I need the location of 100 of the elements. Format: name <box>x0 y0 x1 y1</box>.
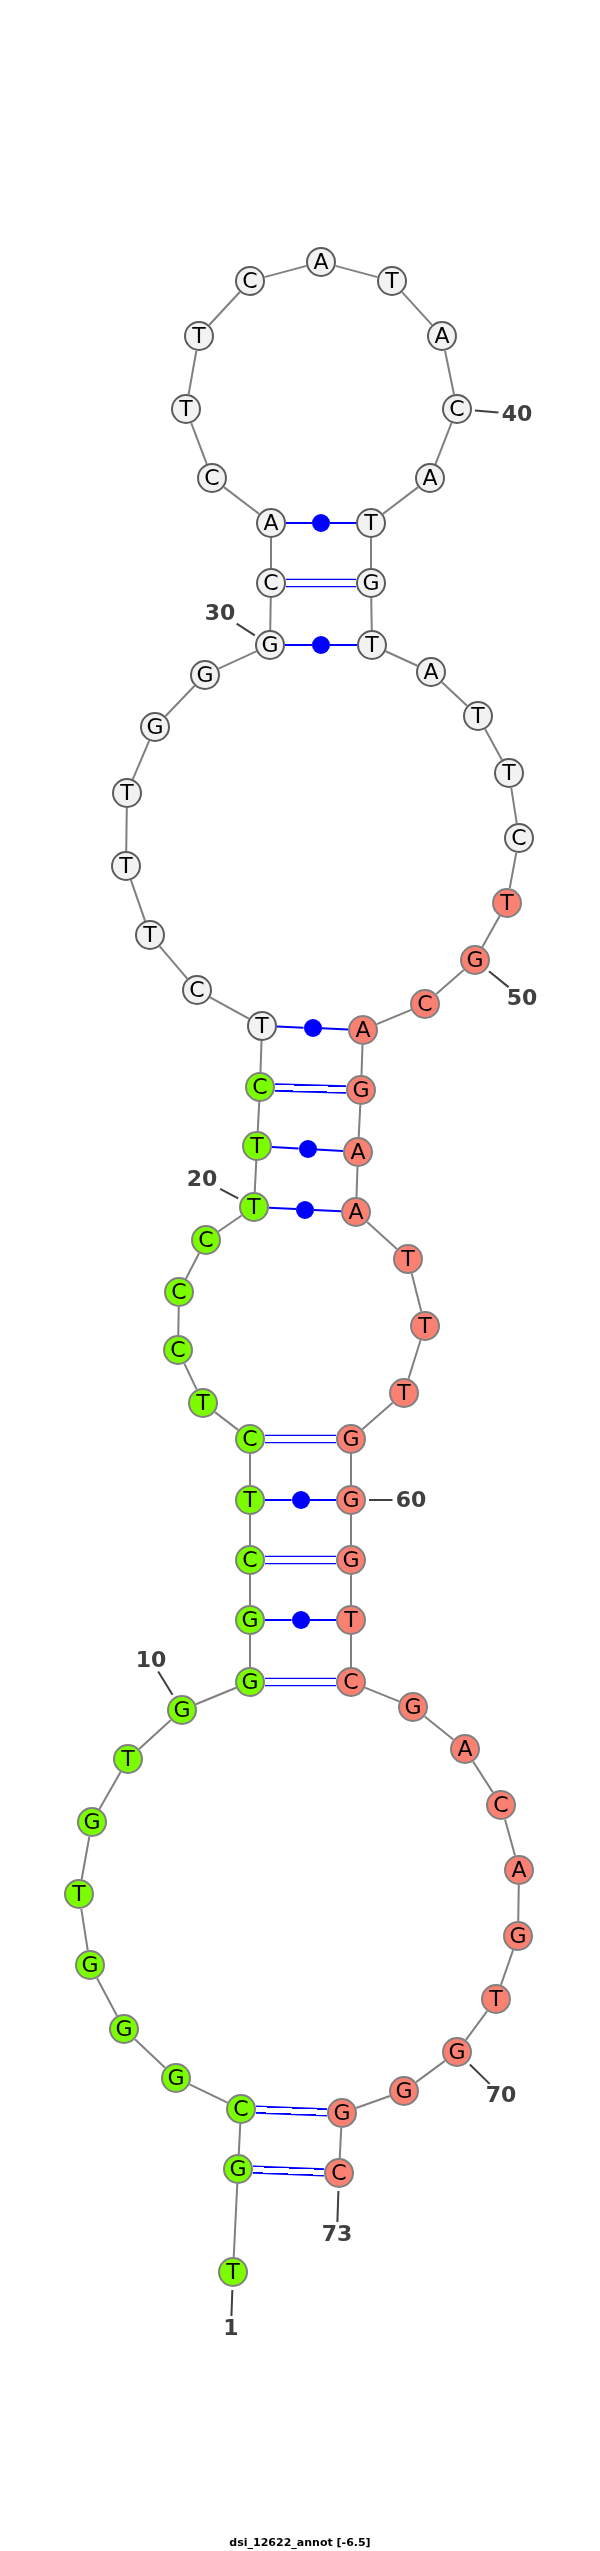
backbone-line <box>384 650 419 667</box>
nucleotide-circle: C <box>235 1545 265 1575</box>
nucleotide-circle: T <box>377 266 407 296</box>
nucleotide-circle: G <box>109 2014 139 2044</box>
nucleotide-circle: G <box>327 2098 357 2128</box>
nucleotide-circle: G <box>77 1807 107 1837</box>
backbone-line <box>434 421 453 466</box>
nucleotide-circle: T <box>218 2257 248 2287</box>
base-pair-line <box>276 1025 305 1029</box>
nucleotide-circle: C <box>235 1424 265 1454</box>
backbone-line <box>435 968 465 996</box>
backbone-line <box>481 915 501 948</box>
nucleotide-circle: C <box>164 1277 194 1307</box>
nucleotide-circle: T <box>357 630 387 660</box>
backbone-line <box>350 1514 352 1546</box>
base-pair-line <box>320 1027 349 1031</box>
backbone-line <box>164 684 196 718</box>
nucleotide-circle: A <box>504 1855 534 1885</box>
backbone-line <box>444 349 455 396</box>
backbone-line <box>217 650 258 670</box>
backbone-line <box>249 1514 251 1546</box>
backbone-line <box>213 1411 240 1431</box>
backbone-line <box>209 996 250 1020</box>
nucleotide-circle: G <box>389 2076 419 2106</box>
backbone-line <box>355 1166 359 1198</box>
nucleotide-circle: A <box>416 657 446 687</box>
leader-line <box>157 1670 174 1696</box>
position-number: 10 <box>135 1651 167 1669</box>
leader-line <box>368 1499 394 1501</box>
backbone-line <box>98 1771 122 1810</box>
backbone-line <box>407 1339 422 1380</box>
backbone-line <box>361 1401 394 1431</box>
base-pair-line <box>265 1434 336 1444</box>
nucleotide-circle: A <box>306 247 336 277</box>
position-number: 70 <box>485 2086 517 2104</box>
base-pair-line <box>329 522 357 524</box>
nucleotide-circle: C <box>235 266 265 296</box>
nucleotide-circle: T <box>239 1192 269 1222</box>
backbone-line <box>158 945 189 980</box>
nucleotide-circle: G <box>255 630 285 660</box>
nucleotide-circle: T <box>463 701 493 731</box>
nucleotide-circle: G <box>223 2154 253 2184</box>
nucleotide-circle: G <box>336 1545 366 1575</box>
nucleotide-circle: T <box>492 888 522 918</box>
leader-line <box>488 970 510 989</box>
base-pair-dot <box>298 1140 317 1158</box>
nucleotide-circle: C <box>504 823 534 853</box>
leader-line <box>235 622 256 637</box>
backbone-line <box>256 1101 261 1132</box>
backbone-line <box>440 681 469 707</box>
backbone-line <box>375 1008 413 1026</box>
backbone-line <box>194 1686 238 1706</box>
backbone-line <box>183 1362 198 1391</box>
backbone-line <box>504 1818 516 1857</box>
backbone-line <box>338 2127 343 2159</box>
nucleotide-circle: C <box>486 1790 516 1820</box>
nucleotide-circle: G <box>75 1950 105 1980</box>
nucleotide-circle: G <box>235 1667 265 1697</box>
base-pair-dot <box>312 514 330 532</box>
base-pair-line <box>268 1206 297 1211</box>
base-pair-line <box>264 1499 293 1501</box>
backbone-line <box>363 1686 401 1703</box>
backbone-line <box>517 1884 520 1922</box>
nucleotide-circle: A <box>427 321 457 351</box>
backbone-line <box>188 2083 229 2104</box>
base-pair-line <box>329 644 358 646</box>
nucleotide-circle: T <box>356 508 386 538</box>
backbone-line <box>270 537 272 569</box>
base-pair-dot <box>312 636 330 654</box>
leader-line <box>230 2289 234 2317</box>
backbone-line <box>510 786 518 825</box>
nucleotide-circle: C <box>324 2158 354 2188</box>
nucleotide-circle: T <box>64 1879 94 1909</box>
nucleotide-circle: T <box>113 1744 143 1774</box>
nucleotide-circle: T <box>389 1378 419 1408</box>
nucleotide-circle: G <box>398 1692 428 1722</box>
nucleotide-circle: A <box>348 1015 378 1045</box>
nucleotide-circle: A <box>343 1137 373 1167</box>
backbone-line <box>508 851 518 890</box>
backbone-line <box>222 486 261 515</box>
nucleotide-circle: C <box>197 463 227 493</box>
nucleotide-circle: T <box>481 1984 511 2014</box>
base-pair-line <box>285 522 313 524</box>
leader-line <box>473 409 500 414</box>
position-number: 30 <box>204 604 236 622</box>
nucleotide-circle: T <box>135 920 165 950</box>
position-number: 73 <box>321 2225 353 2243</box>
nucleotide-circle: C <box>226 2094 256 2124</box>
base-pair-line <box>255 2105 328 2117</box>
base-pair-dot <box>291 1611 310 1629</box>
leader-line <box>219 1187 240 1200</box>
base-pair-line <box>315 1148 345 1153</box>
backbone-line <box>184 1252 201 1280</box>
base-pair-line <box>308 1499 337 1501</box>
backbone-line <box>423 1715 455 1741</box>
base-pair-dot <box>296 1200 314 1219</box>
base-pair-line <box>252 2165 325 2177</box>
position-number: 40 <box>501 405 533 423</box>
caption: dsi_12622_annot [-6.5] <box>229 2536 371 2549</box>
nucleotide-circle: T <box>247 1011 277 1041</box>
